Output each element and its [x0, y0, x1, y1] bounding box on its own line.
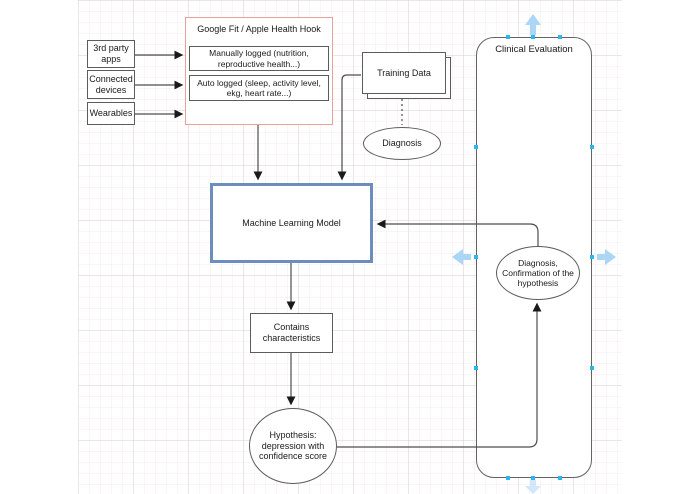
edge-confirmation-to-mlmodel[interactable] — [376, 219, 539, 246]
node-connected-devices[interactable]: Connected devices — [87, 70, 135, 99]
manually-logged-label: Manually logged (nutrition, reproductive… — [209, 48, 309, 69]
node-hypothesis[interactable]: Hypothesis: depression with confidence s… — [249, 408, 337, 484]
hypothesis-label: Hypothesis: depression with confidence s… — [258, 430, 328, 462]
node-contains-characteristics[interactable]: Contains characteristics — [250, 313, 333, 353]
guide-arrow-left-icon[interactable] — [452, 249, 471, 265]
edge-trainingdata-to-mlmodel[interactable] — [337, 74, 361, 181]
node-wearables[interactable]: Wearables — [87, 102, 135, 125]
node-auto-logged[interactable]: Auto logged (sleep, activity level, ekg,… — [189, 75, 329, 101]
connection-points — [474, 35, 594, 480]
training-data-label: Training Data — [377, 67, 431, 78]
node-training-data[interactable]: Training Data — [362, 52, 446, 94]
ml-model-label: Machine Learning Model — [242, 217, 341, 228]
edge-hypothesis-to-confirmation[interactable] — [337, 302, 542, 448]
third-party-apps-label: 3rd party apps — [93, 43, 129, 64]
node-diagnosis[interactable]: Diagnosis — [363, 127, 441, 160]
clinical-evaluation-title: Clinical Evaluation — [495, 44, 573, 55]
node-diagnosis-confirmation[interactable]: Diagnosis, Confirmation of the hypothesi… — [496, 246, 580, 300]
guide-arrow-up-icon[interactable] — [525, 14, 541, 35]
auto-logged-label: Auto logged (sleep, activity level, ekg,… — [197, 77, 321, 98]
diagnosis-label: Diagnosis — [382, 138, 422, 149]
node-health-hook-container[interactable]: Google Fit / Apple Health Hook — [185, 17, 333, 125]
contains-characteristics-label: Contains characteristics — [262, 322, 321, 343]
node-ml-model[interactable]: Machine Learning Model — [210, 183, 373, 263]
node-manually-logged[interactable]: Manually logged (nutrition, reproductive… — [189, 46, 329, 71]
guide-arrows — [452, 14, 616, 494]
connected-devices-label: Connected devices — [89, 73, 133, 95]
guide-arrow-down-icon[interactable] — [525, 480, 541, 494]
diagnosis-confirmation-label: Diagnosis, Confirmation of the hypothesi… — [502, 257, 574, 288]
guide-arrow-right-icon[interactable] — [597, 249, 616, 265]
wearables-label: Wearables — [89, 108, 133, 119]
node-third-party-apps[interactable]: 3rd party apps — [87, 40, 135, 68]
health-hook-title: Google Fit / Apple Health Hook — [197, 24, 321, 34]
